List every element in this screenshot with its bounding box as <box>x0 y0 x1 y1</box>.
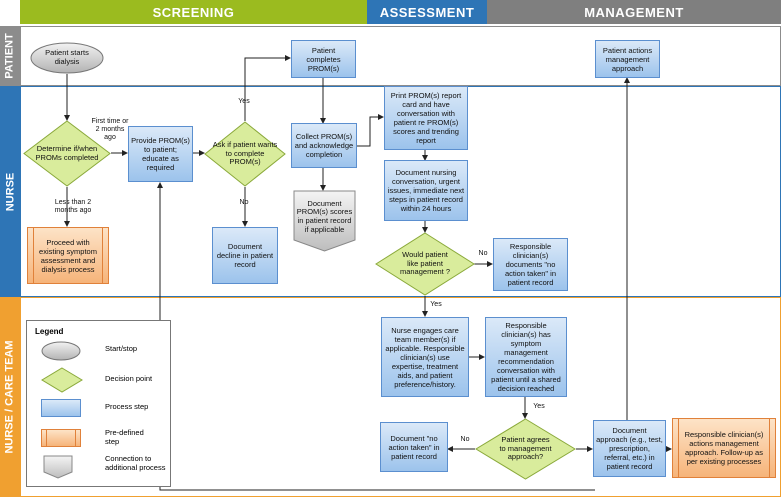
edge-label-yes-would-like: Yes <box>430 301 442 308</box>
lane-label-nurse: NURSE <box>0 86 20 297</box>
node-provide-proms: Provide PROM(s) to patient; educate as r… <box>128 126 193 182</box>
node-print-report: Print PROM(s) report card and have conve… <box>384 86 468 150</box>
phase-management: MANAGEMENT <box>487 0 781 24</box>
edge-label-no-ask: No <box>239 199 249 206</box>
node-agrees-label: Patient agrees to management approach? <box>499 435 552 462</box>
legend-process-icon <box>41 399 81 417</box>
legend-predefined-icon <box>41 429 81 447</box>
edge-label-less-than: Less than 2 months ago <box>54 199 92 215</box>
edge-label-yes-agrees: Yes <box>533 403 545 410</box>
node-document-proms-scores: Document PROM(s) scores in patient recor… <box>293 190 356 252</box>
node-document-proms-label: Document PROM(s) scores in patient recor… <box>296 198 353 234</box>
node-determine-label: Determine if/when PROMs completed <box>35 143 99 162</box>
legend-connection-icon <box>43 455 73 479</box>
lane-label-patient: PATIENT <box>0 26 20 86</box>
node-would-like-decision: Would patient like patient management ? <box>375 232 475 296</box>
legend: Legend Start/stop Decision point Process… <box>26 320 171 487</box>
node-document-no-action: Document "no action taken" in patient re… <box>380 422 448 472</box>
lane-label-care-team: NURSE / CARE TEAM <box>0 297 20 497</box>
legend-start-stop-icon <box>41 341 81 361</box>
node-patient-completes-proms: Patient completes PROM(s) <box>291 40 356 78</box>
phase-assessment: ASSESSMENT <box>367 0 487 24</box>
edge-label-yes-ask: Yes <box>238 98 250 105</box>
node-would-like-label: Would patient like patient management ? <box>399 250 451 277</box>
edge-label-no-would-like: No <box>478 250 488 257</box>
phase-screening: SCREENING <box>20 0 367 24</box>
node-ask-if-label: Ask if patient wants to complete PROM(s) <box>212 140 278 167</box>
lane-patient <box>20 26 781 86</box>
edge-label-no-agrees: No <box>460 436 470 443</box>
node-document-nursing: Document nursing conversation, urgent is… <box>384 160 468 221</box>
node-document-approach: Document approach (e.g., test, prescript… <box>593 420 666 477</box>
node-responsible-symptom: Responsible clinician(s) has symptom man… <box>485 317 567 397</box>
legend-connection-label: Connection to additional process <box>105 454 166 472</box>
legend-process-label: Process step <box>105 402 149 411</box>
node-determine-decision: Determine if/when PROMs completed <box>23 120 111 187</box>
node-responsible-no-action: Responsible clinician(s) documents "no a… <box>493 238 568 291</box>
node-ask-if-decision: Ask if patient wants to complete PROM(s) <box>204 121 286 187</box>
legend-title: Legend <box>35 327 64 336</box>
edge-label-first-time: First time or 2 months ago <box>91 118 129 142</box>
node-responsible-actions: Responsible clinician(s) actions managem… <box>672 418 776 478</box>
node-agrees-decision: Patient agrees to management approach? <box>475 418 576 480</box>
legend-predefined-label: Pre-defined step <box>105 428 144 446</box>
legend-start-stop-label: Start/stop <box>105 344 138 353</box>
legend-decision-icon <box>41 367 83 393</box>
node-collect-proms: Collect PROM(s) and acknowledge completi… <box>291 123 357 168</box>
node-patient-starts-label: Patient starts dialysis <box>45 48 89 66</box>
node-patient-actions-approach: Patient actions management approach <box>595 40 660 78</box>
legend-decision-label: Decision point <box>105 374 153 383</box>
node-document-decline: Document decline in patient record <box>212 227 278 284</box>
node-patient-starts-dialysis: Patient starts dialysis <box>30 42 104 74</box>
node-nurse-engages: Nurse engages care team member(s) if app… <box>381 317 469 397</box>
node-proceed-existing: Proceed with existing symptom assessment… <box>27 227 109 284</box>
